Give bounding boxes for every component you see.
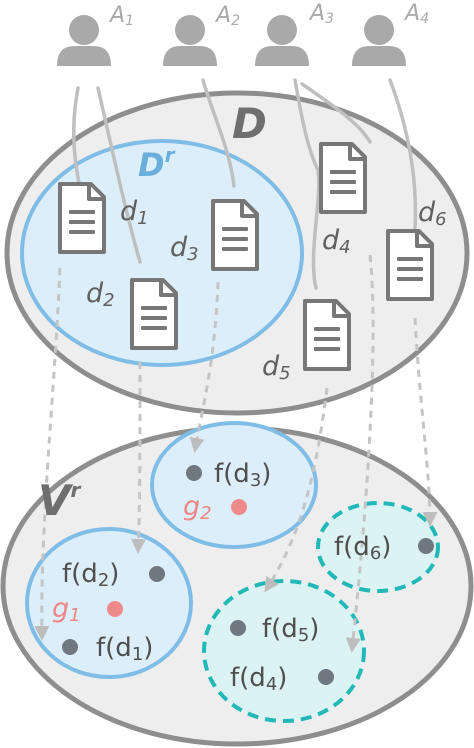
point-f-d5 bbox=[230, 620, 246, 636]
group-label-g2: g2 bbox=[183, 491, 212, 524]
document-icon-d3 bbox=[211, 199, 259, 271]
point-f-d2 bbox=[149, 566, 165, 582]
document-icon-d5 bbox=[303, 299, 351, 371]
vector-label-f-d2: f(d2) bbox=[62, 559, 119, 591]
point-f-d3 bbox=[186, 465, 202, 481]
doc-label-d5: d5 bbox=[262, 351, 291, 384]
vector-label-f-d6: f(d6) bbox=[334, 532, 391, 564]
agent-icon bbox=[352, 15, 406, 66]
unretrieved-cluster-d4d5 bbox=[202, 579, 366, 723]
arrow-d4 bbox=[345, 254, 375, 653]
set-label-Vr: Vr bbox=[38, 476, 82, 525]
retrieved-cluster-g2 bbox=[150, 421, 318, 549]
document-icon-d4 bbox=[319, 142, 367, 214]
point-f-d1 bbox=[62, 639, 78, 655]
doc-label-d3: d3 bbox=[170, 232, 199, 265]
mapping-arrows bbox=[34, 254, 438, 653]
agent-icon bbox=[255, 15, 309, 66]
point-g1 bbox=[107, 601, 123, 617]
set-label-D: D bbox=[232, 99, 267, 148]
document-icon-d2 bbox=[130, 278, 178, 350]
doc-label-d6: d6 bbox=[418, 197, 447, 230]
arrow-d1 bbox=[34, 267, 62, 641]
agent-label-4: A4 bbox=[403, 1, 429, 27]
point-f-d6 bbox=[418, 538, 434, 554]
doc-label-d1: d1 bbox=[120, 196, 149, 229]
point-g2 bbox=[231, 499, 247, 515]
agent-label-3: A3 bbox=[308, 1, 334, 27]
arrow-d2 bbox=[131, 361, 147, 554]
agent-label-1: A1 bbox=[108, 3, 134, 29]
arrow-d3 bbox=[189, 281, 220, 453]
doc-label-d2: d2 bbox=[86, 278, 115, 311]
vector-label-f-d5: f(d5) bbox=[262, 614, 319, 646]
agent-label-2: A2 bbox=[214, 3, 240, 29]
arrow-d5 bbox=[264, 387, 329, 593]
agent-document-links bbox=[71, 78, 418, 290]
vector-label-f-d1: f(d1) bbox=[96, 633, 153, 665]
unretrieved-cluster-d6 bbox=[316, 501, 440, 593]
group-label-g1: g1 bbox=[52, 593, 81, 626]
agent-icon bbox=[163, 15, 217, 66]
document-icon-d1 bbox=[58, 182, 106, 254]
vector-label-f-d3: f(d3) bbox=[214, 459, 271, 491]
arrow-d6 bbox=[413, 317, 438, 527]
point-f-d4 bbox=[318, 669, 334, 685]
set-label-Dr: Dr bbox=[138, 143, 176, 184]
doc-label-d4: d4 bbox=[322, 225, 351, 258]
agent-icon bbox=[57, 15, 111, 66]
document-icon-d6 bbox=[386, 229, 434, 301]
vector-label-f-d4: f(d4) bbox=[230, 663, 287, 695]
